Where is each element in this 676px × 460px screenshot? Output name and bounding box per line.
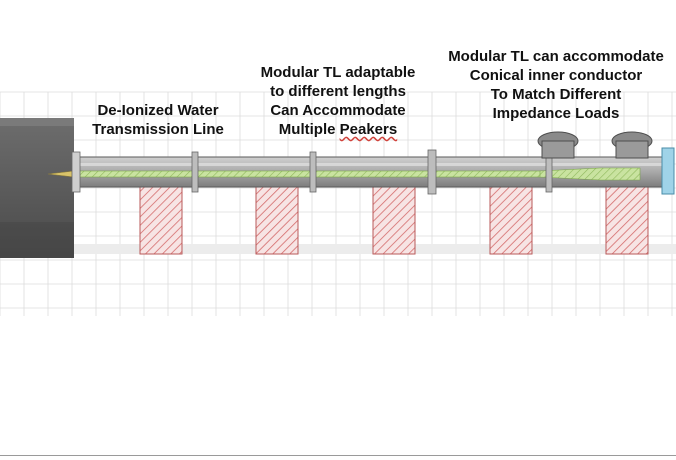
support-pedestals <box>139 185 649 255</box>
label-line: Conical inner conductor <box>469 67 643 84</box>
support-pedestal <box>139 185 183 255</box>
support-pedestal <box>372 185 416 255</box>
label-line: Impedance Loads <box>492 105 620 122</box>
conical-conductor-section <box>539 167 641 181</box>
support-pedestal <box>605 185 649 255</box>
flange-joints <box>71 147 675 195</box>
support-pedestal <box>489 185 533 255</box>
label-line: Transmission Line <box>92 121 224 138</box>
label-line: Multiple Peakers <box>248 120 428 139</box>
label-line: Modular TL adaptable <box>260 64 416 81</box>
background-grid <box>0 91 676 316</box>
label-line: To Match Different <box>490 86 622 103</box>
end-cap <box>661 147 675 195</box>
transmission-line-pipe <box>47 156 667 188</box>
deionized-water-label: De-Ionized Water Transmission Line <box>78 101 238 139</box>
label-line: De-Ionized Water <box>97 102 219 119</box>
left-housing <box>0 118 74 258</box>
label-line-text: Multiple Peakers <box>278 121 398 138</box>
modular-tl-label: Modular TL adaptable to different length… <box>248 63 428 139</box>
peaker-domes <box>537 131 653 159</box>
label-line: to different lengths <box>270 83 406 100</box>
support-pedestal <box>255 185 299 255</box>
label-line: Can Accommodate <box>270 102 406 119</box>
bottom-divider <box>0 455 676 456</box>
label-line: Modular TL can accommodate <box>448 48 664 65</box>
conical-conductor-label: Modular TL can accommodate Conical inner… <box>436 47 676 123</box>
